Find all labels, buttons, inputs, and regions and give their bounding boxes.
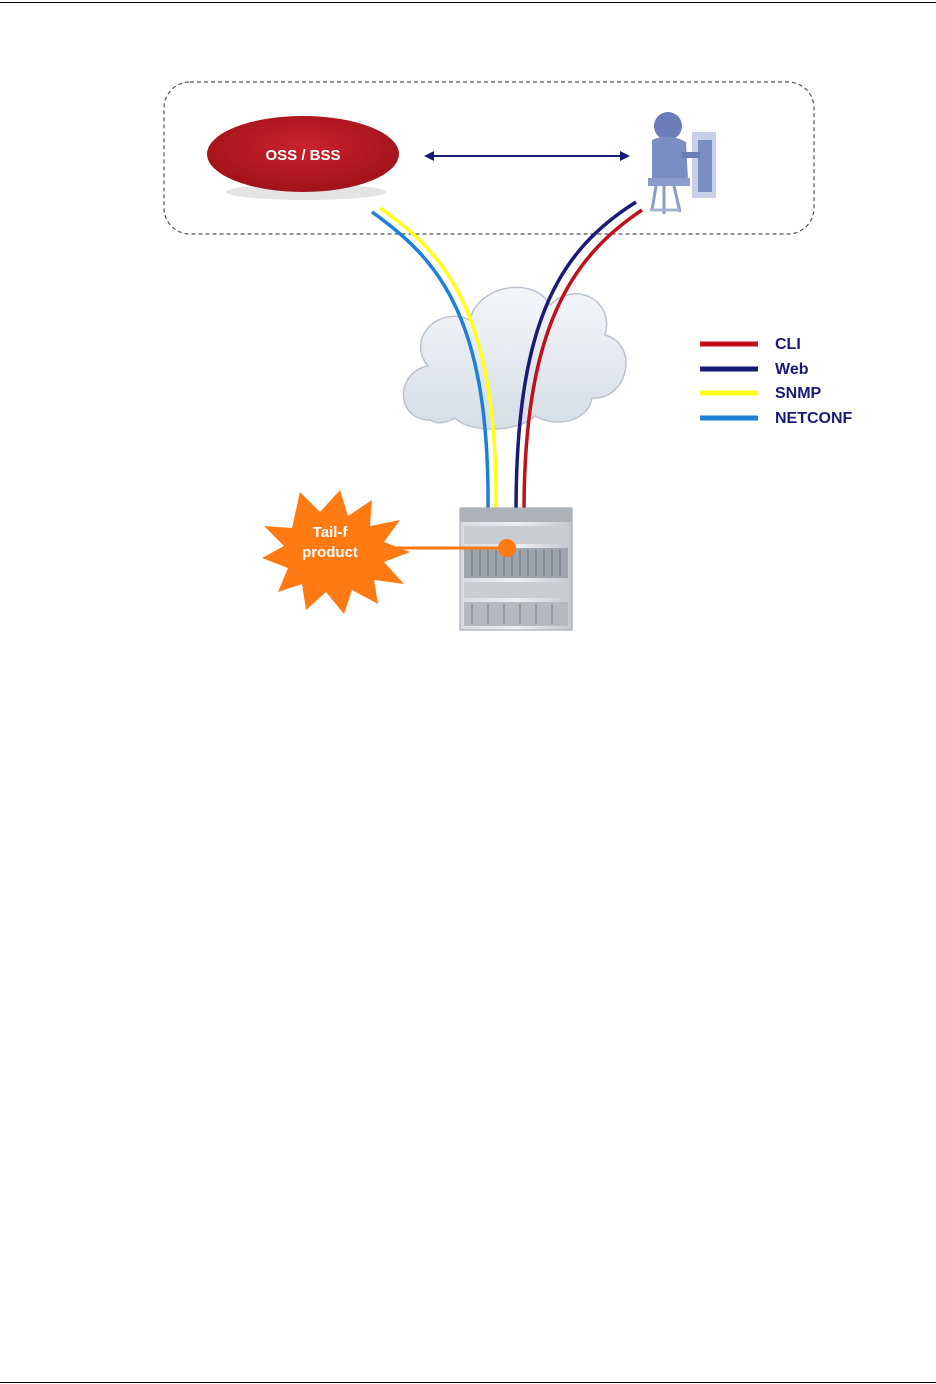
- legend-label-snmp: SNMP: [775, 385, 822, 402]
- legend-label-web: Web: [775, 361, 809, 378]
- tail-f-label-line1: Tail-f: [313, 524, 349, 541]
- product-connection-dot: [498, 539, 516, 557]
- oss-bss-label: OSS / BSS: [265, 147, 340, 164]
- cloud-network-icon: [403, 287, 625, 429]
- network-device-chassis-icon: [460, 508, 572, 630]
- legend: CLI Web SNMP NETCONF: [700, 336, 853, 427]
- bottom-rule: [0, 1382, 936, 1383]
- tail-f-label-line2: product: [302, 544, 358, 561]
- legend-label-cli: CLI: [775, 336, 801, 353]
- legend-label-netconf: NETCONF: [775, 410, 853, 427]
- operator-at-workstation-icon: [648, 112, 716, 214]
